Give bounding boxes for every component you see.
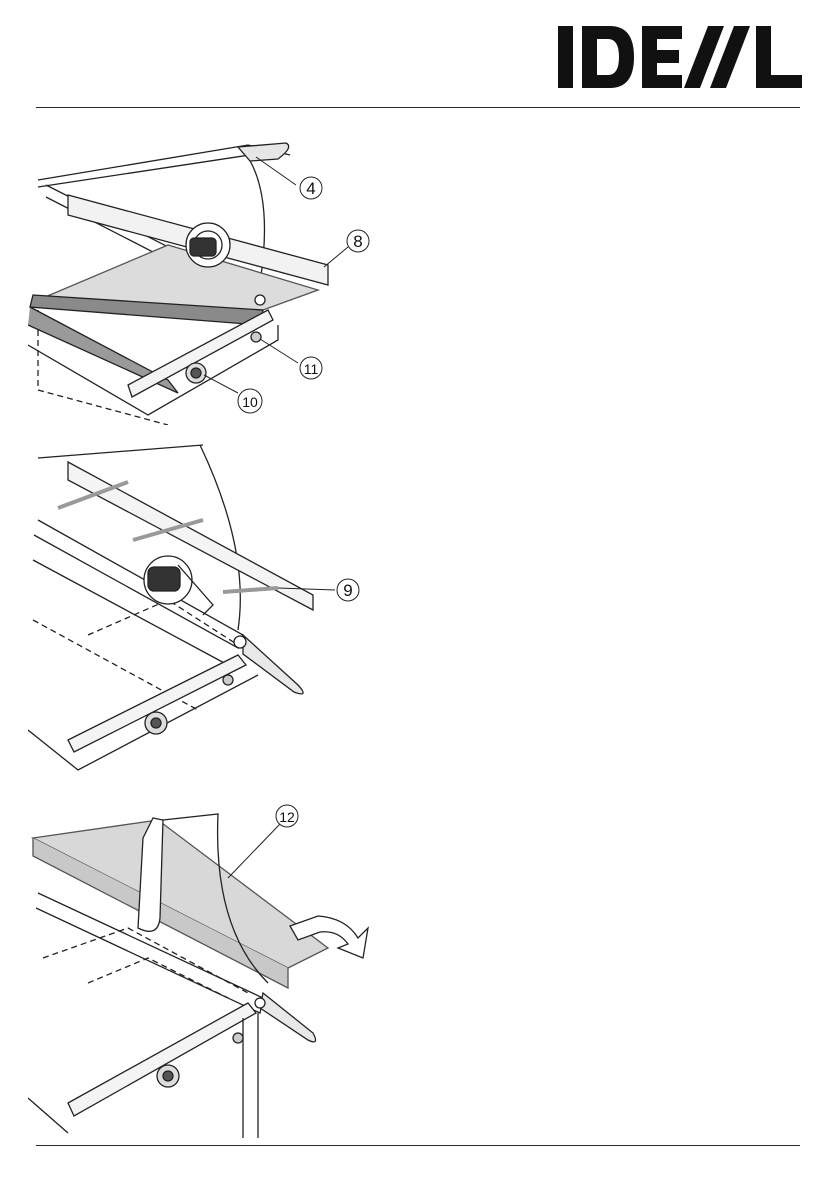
- figure-cutter-open: 9: [28, 440, 388, 775]
- callout-12: 12: [279, 809, 295, 825]
- ideal-logo: [558, 26, 802, 88]
- callout-10: 10: [242, 394, 258, 410]
- figure-cutter-overview: 4 8 11 10: [28, 125, 388, 425]
- callout-4: 4: [306, 179, 315, 198]
- figure-cutter-tilt: 12: [28, 798, 388, 1138]
- callout-11: 11: [304, 361, 319, 377]
- header-rule: [36, 107, 800, 108]
- callout-8: 8: [353, 232, 362, 251]
- footer-rule: [36, 1145, 800, 1146]
- callout-9: 9: [343, 581, 352, 600]
